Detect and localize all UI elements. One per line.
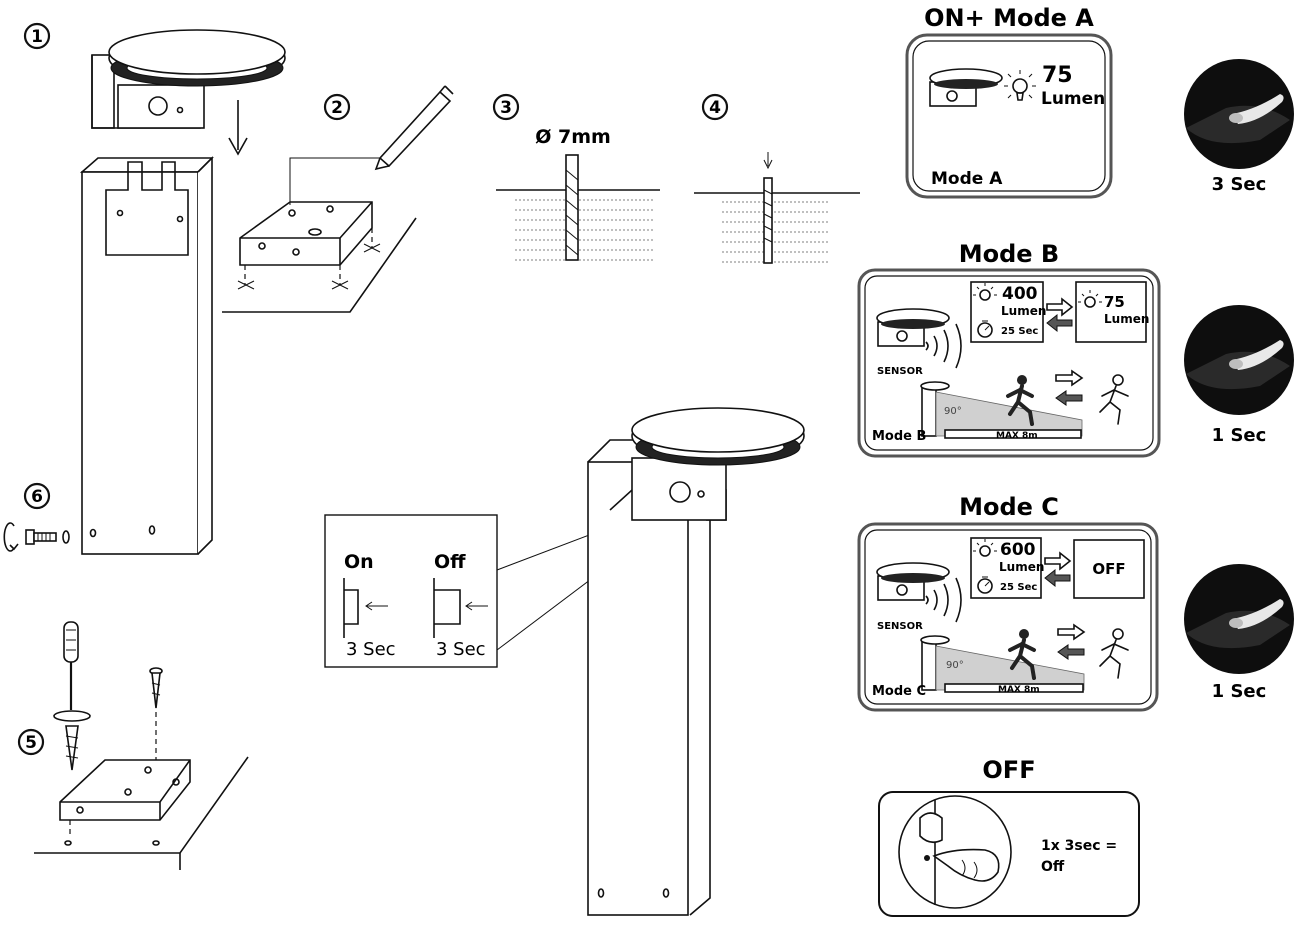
- mounting-plate-illustration: [237, 201, 381, 290]
- off-instruction-line-2: Off: [1041, 859, 1065, 875]
- off-instruction-line-1: 1x 3sec =: [1041, 838, 1117, 854]
- step-2-number: 2: [331, 98, 343, 118]
- mode-b-angle: 90°: [944, 406, 962, 417]
- step-4: 4: [694, 93, 860, 264]
- step-3-number: 3: [500, 98, 512, 118]
- mode-b-sensor-label: SENSOR: [877, 366, 923, 377]
- mode-a-lumen-value: 75: [1042, 63, 1073, 88]
- step-5: 5: [17, 621, 249, 870]
- mode-c-title: Mode C: [959, 493, 1059, 521]
- lamp-head-illustration: [91, 29, 286, 129]
- mode-a-caption: Mode A: [931, 169, 1003, 189]
- mode-c-lamp-icon: [876, 562, 962, 623]
- step-5-number: 5: [25, 733, 37, 753]
- pencil-icon: [289, 85, 454, 205]
- mode-b-title: Mode B: [959, 240, 1059, 268]
- mode-b-range: MAX 8m: [996, 431, 1038, 441]
- mode-c-sensor-label: SENSOR: [877, 621, 923, 632]
- down-arrow-icon: [228, 100, 248, 156]
- rotate-arrow-icon: [3, 522, 19, 552]
- drill-bit-icon: [565, 154, 579, 261]
- wall-plug-icon: [763, 152, 773, 264]
- mode-b-caption: Mode B: [872, 429, 926, 444]
- switch-panel: On Off 3 Sec 3 Sec: [324, 492, 701, 668]
- ground-hatch: [515, 199, 655, 261]
- mode-b-walking-person-icon: [1006, 375, 1034, 426]
- step-4-number: 4: [709, 98, 721, 118]
- finger-press-icon: [898, 795, 1012, 909]
- mode-a-section: ON+ Mode A 75 Lumen Mode A 3 Sec: [905, 4, 1294, 199]
- mode-c-bulb-icon: [973, 539, 997, 557]
- mode-b-lumen-value: 400: [1002, 284, 1038, 304]
- off-label: Off: [434, 551, 466, 573]
- mode-b-press-time: 1 Sec: [1212, 425, 1267, 446]
- mode-a-title: ON+ Mode A: [924, 4, 1094, 32]
- mode-b-lamp-icon: [876, 308, 962, 369]
- mode-b-button-press-photo: [1184, 305, 1294, 415]
- mode-a-lumen-unit: Lumen: [1041, 89, 1105, 109]
- mode-c-walking-person-icon: [1008, 629, 1036, 680]
- mode-c-lumen-value: 600: [1000, 540, 1036, 560]
- ground-hatch-2: [722, 201, 830, 263]
- bulb-icon: [1004, 70, 1036, 101]
- mode-c-arrows-icon: [1044, 551, 1072, 588]
- mode-c-section: Mode C SENSOR 600 Lumen 25 Sec OFF: [857, 493, 1294, 712]
- mode-c-timer: 25 Sec: [1000, 582, 1037, 593]
- step-1-number: 1: [31, 27, 43, 47]
- mode-b-section: Mode B SENSOR 400 Lumen 25 Sec: [857, 240, 1294, 458]
- mode-c-range: MAX 8m: [998, 685, 1040, 695]
- off-press-time: 3 Sec: [436, 639, 486, 660]
- mode-c-angle: 90°: [946, 660, 964, 671]
- off-section: OFF 1x 3sec = Off: [878, 756, 1140, 917]
- mode-b-bulb-icon: [973, 283, 997, 301]
- step-1-marker: [23, 22, 51, 50]
- mode-c-caption: Mode C: [872, 684, 926, 699]
- mode-b-dim-bulb-icon: [1078, 290, 1102, 308]
- ground-plate-illustration: [59, 759, 191, 846]
- post-illustration: [79, 156, 214, 555]
- on-press-time: 3 Sec: [346, 639, 396, 660]
- switch-on-icon: [343, 578, 388, 638]
- mode-b-person-arrows-icon: [1055, 369, 1084, 406]
- step-3: 3 Ø 7mm: [492, 93, 660, 261]
- mode-c-lumen-unit: Lumen: [999, 560, 1044, 574]
- mode-a-lamp-icon: [929, 68, 1003, 107]
- mode-b-dim-unit: Lumen: [1104, 312, 1149, 326]
- mode-b-lumen-unit: Lumen: [1001, 304, 1046, 318]
- screwdriver-icon: [53, 621, 91, 771]
- screw-icon: [25, 529, 70, 545]
- step-6-number: 6: [31, 487, 43, 507]
- on-label: On: [344, 551, 374, 573]
- mode-a-press-time: 3 Sec: [1212, 174, 1267, 195]
- assembled-bollard-illustration: [587, 407, 805, 916]
- drill-size-label: Ø 7mm: [535, 126, 611, 148]
- step-1: 1: [23, 22, 286, 555]
- step-6: 6: [3, 482, 70, 552]
- mode-b-arrows-icon: [1046, 297, 1074, 333]
- mode-b-leaving-person-icon: [1099, 374, 1129, 425]
- mode-b-timer: 25 Sec: [1001, 326, 1038, 337]
- off-title: OFF: [982, 756, 1035, 784]
- mode-b-dim-value: 75: [1104, 293, 1125, 311]
- switch-off-icon: [433, 578, 488, 638]
- mode-b-timer-icon: [977, 320, 993, 338]
- mode-c-timer-icon: [977, 576, 993, 594]
- mode-a-button-press-photo: [1184, 59, 1294, 169]
- mode-c-leaving-person-icon: [1099, 628, 1129, 679]
- mode-c-person-arrows-icon: [1057, 623, 1086, 660]
- mode-c-off-state: OFF: [1092, 560, 1125, 578]
- step-2: 2: [222, 85, 454, 313]
- mode-c-button-press-photo: [1184, 564, 1294, 674]
- mode-c-press-time: 1 Sec: [1212, 681, 1267, 702]
